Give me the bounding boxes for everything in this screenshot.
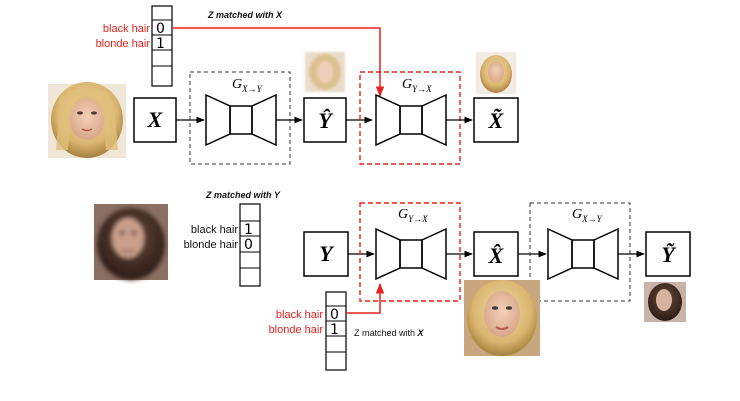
attr-label-black-hair: black hair	[103, 23, 150, 35]
input-x-symbol: X	[147, 107, 164, 132]
attr-value-top-0: 1	[244, 222, 253, 238]
ytilde-box	[645, 231, 691, 277]
brunette-face-small	[644, 282, 686, 322]
generator-yx-network-b	[375, 227, 447, 281]
attr-label-blonde-hair-b1: blonde hair	[184, 239, 239, 251]
generator-yx-network	[375, 93, 447, 147]
attribute-vector-top: 0 1	[151, 5, 173, 87]
attr-value-top-1: 0	[244, 237, 253, 253]
attribute-vector-bottom-top: 1 0	[239, 203, 261, 287]
input-x-box	[133, 97, 177, 143]
blonde-face-output	[476, 52, 516, 94]
xhat-box	[473, 231, 519, 277]
yhat-symbol: Ŷ	[318, 108, 334, 133]
generator-xy-frame	[189, 71, 291, 165]
condition-arrow-top	[172, 27, 385, 98]
xtilde-box	[473, 97, 519, 143]
match-note-bottom-top: Z matched with Y	[205, 190, 281, 200]
match-note-bottom: Z matched with X	[354, 328, 425, 338]
blonde-face-generated	[464, 280, 540, 356]
blonde-face-small	[305, 52, 345, 92]
generator-yx-frame-b	[359, 202, 461, 302]
attr-label-black-hair-b1: black hair	[191, 224, 238, 236]
attr-label-blonde-hair-b2: blonde hair	[269, 324, 324, 336]
attribute-vector-bottom-bottom: 0 1	[325, 291, 347, 371]
attr-value-0: 0	[156, 21, 165, 37]
input-y-box	[303, 231, 349, 277]
generator-xy-label-b: GX→Y	[572, 207, 603, 224]
generator-yx-frame	[359, 71, 461, 165]
match-note-top: Z matched with X	[207, 10, 283, 20]
xtilde-symbol: X̃	[488, 108, 505, 133]
generator-xy-network	[205, 93, 277, 147]
attr-value-1: 1	[156, 36, 165, 52]
attr-label-blonde-hair: blonde hair	[96, 38, 151, 50]
xhat-symbol: X̂	[488, 243, 505, 268]
generator-xy-network-b	[547, 227, 619, 281]
generator-yx-label-b: GY→X	[398, 207, 428, 224]
attr-label-black-hair-b2: black hair	[276, 309, 323, 321]
generator-xy-label: GX→Y	[232, 77, 263, 94]
condition-arrow-bottom	[346, 282, 385, 314]
ytilde-symbol: Ỹ	[661, 242, 677, 267]
brunette-face-blurry	[94, 204, 168, 280]
generator-yx-label: GY→X	[402, 77, 432, 94]
generator-xy-frame-b	[529, 202, 631, 302]
attr-value-bottom-1: 1	[330, 322, 339, 338]
yhat-box	[303, 97, 347, 143]
blonde-face-photo	[48, 82, 126, 158]
attr-value-bottom-0: 0	[330, 307, 339, 323]
input-y-symbol: Y	[319, 241, 335, 266]
